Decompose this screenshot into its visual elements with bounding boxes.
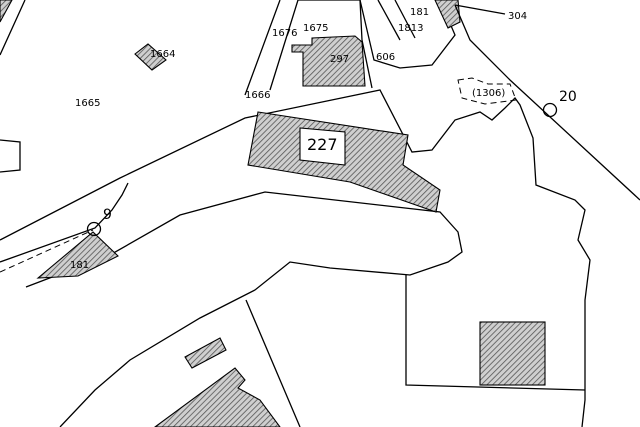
building-bottom-large	[154, 367, 281, 427]
parcel-left-strip	[0, 0, 26, 173]
label-181-bottom: 181	[70, 260, 89, 271]
label-181-top: 181	[410, 7, 429, 18]
road-centerline-dashed	[0, 229, 94, 273]
building-181-top	[434, 0, 461, 29]
parcel-606	[359, 0, 456, 69]
label-1666: 1666	[245, 90, 270, 101]
building-297	[291, 35, 366, 87]
control-point-20[interactable]	[542, 102, 558, 118]
control-point-9[interactable]	[86, 221, 102, 237]
parcel-lower-right	[405, 275, 586, 391]
building-227	[247, 111, 441, 213]
building-bottom-small	[184, 337, 227, 369]
label-227: 227	[307, 135, 338, 154]
label-1664: 1664	[150, 49, 175, 60]
building-181	[36, 231, 119, 279]
label-1306: (1306)	[472, 88, 505, 99]
building-1664	[134, 43, 167, 71]
leader-304	[454, 4, 506, 15]
label-point-20: 20	[559, 89, 577, 105]
label-point-9: 9	[103, 207, 112, 223]
parcel-1306-dashed	[457, 77, 517, 105]
road-north-edge	[0, 89, 591, 427]
parcel-central	[25, 191, 463, 427]
parcel-bottom-line	[245, 299, 301, 427]
label-1675: 1675	[303, 23, 328, 34]
parcel-1676	[244, 0, 373, 96]
parcel-1813-lines	[377, 0, 416, 41]
label-606: 606	[376, 52, 395, 63]
building-lower-right	[479, 321, 546, 386]
label-1813: 1813	[398, 23, 423, 34]
label-304: 304	[508, 11, 527, 22]
parcel-right-line	[454, 4, 640, 201]
road-south-edge	[0, 182, 129, 263]
label-297: 297	[330, 54, 349, 65]
label-1676: 1676	[272, 28, 297, 39]
label-1665: 1665	[75, 98, 100, 109]
parcel-left-top	[0, 0, 13, 23]
